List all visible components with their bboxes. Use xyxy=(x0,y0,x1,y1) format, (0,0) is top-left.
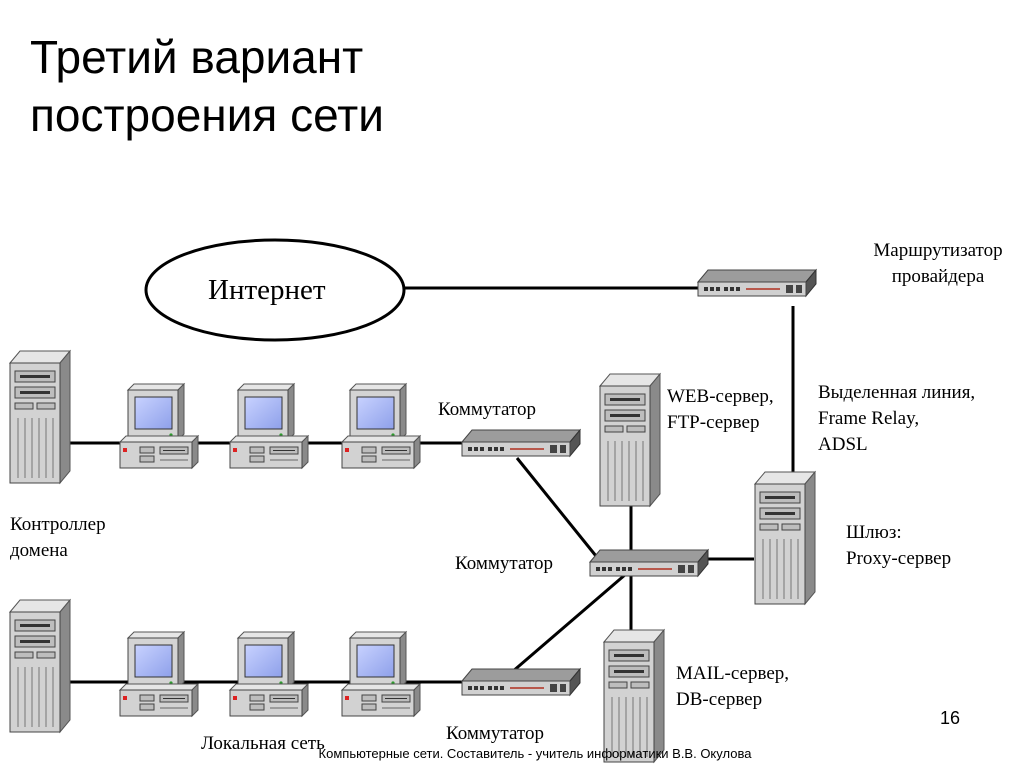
domain-controller-label: Контроллер домена xyxy=(10,512,106,564)
switch-center-icon xyxy=(589,549,709,577)
workstation-icon xyxy=(229,383,309,469)
title-line-2: построения сети xyxy=(30,89,384,141)
internet-ellipse xyxy=(144,238,406,342)
switch-bottom-label: Коммутатор xyxy=(446,723,544,744)
gateway-label: Шлюз: Proxy-сервер xyxy=(846,520,951,572)
switch-bottom-icon xyxy=(461,668,581,696)
web-server-label: WEB-сервер, FTP-сервер xyxy=(667,384,774,436)
domain-controller-label-line2: домена xyxy=(10,540,68,561)
mail-server-label: MAIL-сервер, DB-сервер xyxy=(676,661,789,713)
lan-label: Локальная сеть xyxy=(201,733,325,754)
slide-number: 16 xyxy=(940,708,961,728)
slide-title: Третий вариант построения сети xyxy=(30,28,590,144)
leased-line-label: Выделенная линия, Frame Relay, ADSL xyxy=(818,380,975,458)
provider-router-label: Маршрутизатор провайдера xyxy=(848,238,1024,290)
provider-router-label-line1: Маршрутизатор xyxy=(873,240,1003,261)
web-server-label-line2: FTP-сервер xyxy=(667,412,760,433)
leased-line-label-line1: Выделенная линия, xyxy=(818,382,976,403)
gateway-label-line1: Шлюз: xyxy=(846,522,902,543)
link-top-switch-center xyxy=(515,457,598,557)
mail-server-label-line2: DB-сервер xyxy=(676,689,763,710)
leased-line-label-line3: ADSL xyxy=(818,434,868,455)
workstation-icon xyxy=(119,383,199,469)
connection-lines xyxy=(70,286,795,684)
gateway-label-line2: Proxy-сервер xyxy=(846,548,952,569)
gateway-server-icon xyxy=(754,471,816,605)
web-server-icon xyxy=(599,373,661,507)
provider-router-icon xyxy=(697,269,817,297)
mail-server-label-line1: MAIL-сервер, xyxy=(676,663,790,684)
mail-server-icon xyxy=(603,629,665,763)
workstation-icon xyxy=(229,631,309,717)
workstation-icon xyxy=(119,631,199,717)
web-server-label-line1: WEB-сервер, xyxy=(667,386,774,407)
domain-controller-label-line1: Контроллер xyxy=(10,514,106,535)
switch-top-label: Коммутатор xyxy=(438,399,536,420)
slide-footer: Компьютерные сети. Составитель - учитель… xyxy=(318,746,752,761)
switch-center-label: Коммутатор xyxy=(455,553,553,574)
link-bottom-switch-center xyxy=(511,572,627,674)
leased-line-label-line2: Frame Relay, xyxy=(818,408,920,429)
workstation-icon xyxy=(341,631,421,717)
internet-label: Интернет xyxy=(208,274,326,306)
domain-controller-top-icon xyxy=(9,350,71,484)
domain-controller-bottom-icon xyxy=(9,599,71,733)
provider-router-label-line2: провайдера xyxy=(891,266,985,287)
switch-top-icon xyxy=(461,429,581,457)
title-line-1: Третий вариант xyxy=(30,31,364,83)
workstation-icon xyxy=(341,383,421,469)
